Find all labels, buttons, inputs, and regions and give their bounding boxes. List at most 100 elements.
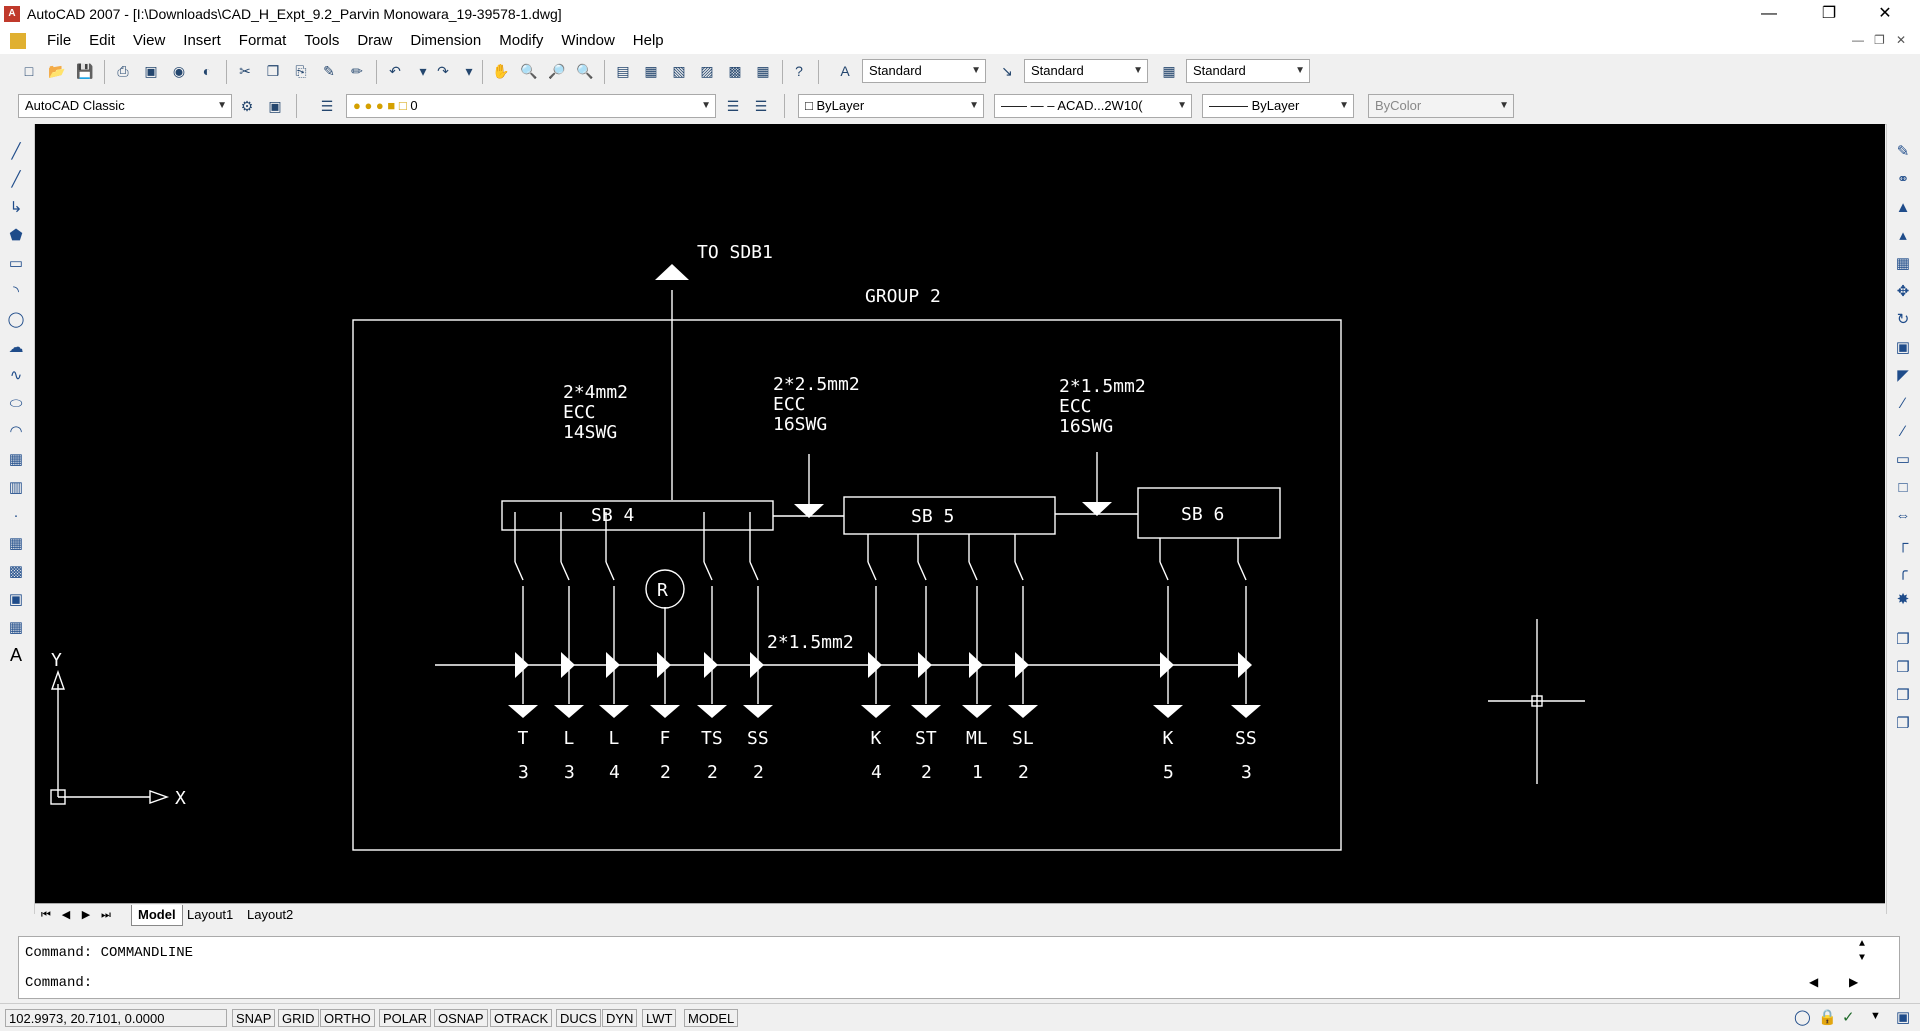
help-icon[interactable]: ? <box>795 63 803 79</box>
doc-close-icon[interactable]: ✕ <box>1896 33 1907 47</box>
rectangle-icon[interactable]: ▭ <box>8 255 24 272</box>
dyn-toggle[interactable]: DYN <box>602 1009 638 1027</box>
region-icon[interactable]: ▣ <box>8 591 24 608</box>
scroll-up-icon[interactable]: ▲ <box>1859 939 1866 950</box>
break-icon[interactable]: □ <box>1898 478 1908 496</box>
scroll-left-icon[interactable]: ◀ <box>1809 976 1819 990</box>
mirror-icon[interactable]: ▲ <box>1895 198 1911 216</box>
undo-dropdown-icon[interactable]: ▾ <box>419 62 427 79</box>
copy-object-icon[interactable]: ⚭ <box>1896 171 1910 188</box>
dim-style-select[interactable]: Standard▼ <box>1024 59 1148 83</box>
zoom-window-icon[interactable]: 🔎 <box>548 62 566 79</box>
menu-tools[interactable]: Tools <box>304 32 340 49</box>
linetype-select[interactable]: —— — – ACAD...2W10(▼ <box>994 94 1192 118</box>
send-under-icon[interactable]: ❐ <box>1896 715 1910 732</box>
grid-toggle[interactable]: GRID <box>278 1009 319 1027</box>
3d-dwf-icon[interactable]: ◐ <box>202 63 212 79</box>
trust-icon[interactable]: ✓ <box>1842 1009 1855 1026</box>
doc-minimize-icon[interactable]: — <box>1852 33 1864 47</box>
menu-view[interactable]: View <box>133 32 166 49</box>
table-style-icon[interactable]: ▦ <box>1162 62 1176 79</box>
join-icon[interactable]: ⇔ <box>1895 506 1911 524</box>
zoom-previous-icon[interactable]: 🔍 <box>576 62 594 79</box>
restore-button[interactable]: ❐ <box>1821 5 1837 22</box>
markup-icon[interactable]: ▩ <box>728 62 742 79</box>
clean-screen-icon[interactable]: ▣ <box>1896 1009 1911 1026</box>
plot-preview-icon[interactable]: ▣ <box>144 62 158 79</box>
hatch-icon[interactable]: ▦ <box>8 535 24 552</box>
layer-select[interactable]: ● ● ● ■ □ 0▼ <box>346 94 716 118</box>
gradient-icon[interactable]: ▩ <box>8 563 24 580</box>
snap-toggle[interactable]: SNAP <box>232 1009 276 1027</box>
explode-icon[interactable]: ✸ <box>1896 591 1910 608</box>
command-prompt[interactable]: Command: <box>25 975 93 991</box>
prev-tab-icon[interactable]: ◀ <box>61 909 71 921</box>
polyline-icon[interactable]: ↳ <box>9 199 23 216</box>
tab-layout2[interactable]: Layout2 <box>247 907 294 922</box>
osnap-toggle[interactable]: OSNAP <box>434 1009 488 1027</box>
menu-modify[interactable]: Modify <box>499 32 544 49</box>
undo-icon[interactable]: ↶ <box>389 62 401 79</box>
coordinate-display[interactable]: 102.9973, 20.7101, 0.0000 <box>5 1009 227 1027</box>
status-menu-icon[interactable]: ▼ <box>1870 1010 1881 1022</box>
extend-icon[interactable]: ∕ <box>1901 422 1905 440</box>
cut-icon[interactable]: ✂ <box>239 62 251 79</box>
menu-window[interactable]: Window <box>561 32 615 49</box>
point-icon[interactable]: · <box>13 506 19 524</box>
match-properties-icon[interactable]: ✎ <box>323 62 335 79</box>
dim-style-icon[interactable]: ↘ <box>1001 62 1013 79</box>
draw-order-front-icon[interactable]: ❐ <box>1896 631 1910 648</box>
revision-cloud-icon[interactable]: ☁ <box>8 339 24 356</box>
close-button[interactable]: ✕ <box>1878 5 1892 22</box>
sheet-set-icon[interactable]: ▨ <box>700 62 714 79</box>
first-tab-icon[interactable]: ⏮ <box>41 909 51 921</box>
bring-above-icon[interactable]: ❐ <box>1896 687 1910 704</box>
autocad-app-icon[interactable]: A <box>4 6 20 22</box>
my-workspace-icon[interactable]: ▣ <box>268 97 282 114</box>
make-current-layer-icon[interactable]: ☰ <box>726 97 740 114</box>
menu-draw[interactable]: Draw <box>357 32 393 49</box>
trim-icon[interactable]: ∕ <box>1901 394 1905 412</box>
block-editor-icon[interactable]: ✏ <box>351 62 363 79</box>
new-icon[interactable]: □ <box>24 63 34 79</box>
quickcalc-icon[interactable]: ▦ <box>756 62 770 79</box>
menu-dimension[interactable]: Dimension <box>410 32 482 49</box>
drawing-canvas[interactable]: TO SDB1 GROUP 2 SB 4 SB 5 SB 6 2*4mm2 EC… <box>35 124 1885 903</box>
menu-help[interactable]: Help <box>632 32 664 49</box>
lineweight-select[interactable]: ——— ByLayer▼ <box>1202 94 1354 118</box>
menu-insert[interactable]: Insert <box>183 32 221 49</box>
tool-palettes-icon[interactable]: ▧ <box>672 62 686 79</box>
spline-icon[interactable]: ∿ <box>9 367 23 384</box>
redo-dropdown-icon[interactable]: ▾ <box>465 62 473 79</box>
next-tab-icon[interactable]: ▶ <box>81 909 91 921</box>
chamfer-icon[interactable]: ┌ <box>1897 534 1909 552</box>
scroll-right-icon[interactable]: ▶ <box>1849 976 1859 990</box>
fillet-icon[interactable]: ╭ <box>1898 563 1908 580</box>
model-toggle[interactable]: MODEL <box>684 1009 739 1027</box>
table-style-select[interactable]: Standard▼ <box>1186 59 1310 83</box>
plot-icon[interactable]: ⎙ <box>117 62 129 79</box>
pan-icon[interactable]: ✋ <box>492 62 510 79</box>
layer-previous-icon[interactable]: ☰ <box>754 97 768 114</box>
text-style-icon[interactable]: A <box>840 63 850 79</box>
color-select[interactable]: □ ByLayer▼ <box>798 94 984 118</box>
arc-icon[interactable]: ◝ <box>13 283 19 300</box>
copy-icon[interactable]: ❐ <box>266 62 280 79</box>
minimize-button[interactable]: — <box>1761 5 1777 22</box>
polar-toggle[interactable]: POLAR <box>379 1009 432 1027</box>
paste-icon[interactable]: ⎘ <box>295 62 307 79</box>
construction-line-icon[interactable]: ╱ <box>11 171 21 188</box>
scale-icon[interactable]: ▣ <box>1895 339 1911 356</box>
scroll-down-icon[interactable]: ▼ <box>1859 953 1866 964</box>
ortho-toggle[interactable]: ORTHO <box>320 1009 375 1027</box>
last-tab-icon[interactable]: ⏭ <box>101 909 111 921</box>
otrack-toggle[interactable]: OTRACK <box>490 1009 553 1027</box>
doc-restore-icon[interactable]: ❐ <box>1874 33 1885 47</box>
properties-icon[interactable]: ▤ <box>616 62 630 79</box>
erase-icon[interactable]: ✎ <box>1896 143 1910 160</box>
make-block-icon[interactable]: ▥ <box>8 479 24 496</box>
move-icon[interactable]: ✥ <box>1896 283 1910 300</box>
redo-icon[interactable]: ↷ <box>437 62 449 79</box>
stretch-icon[interactable]: ◤ <box>1897 367 1909 384</box>
lwt-toggle[interactable]: LWT <box>642 1009 677 1027</box>
